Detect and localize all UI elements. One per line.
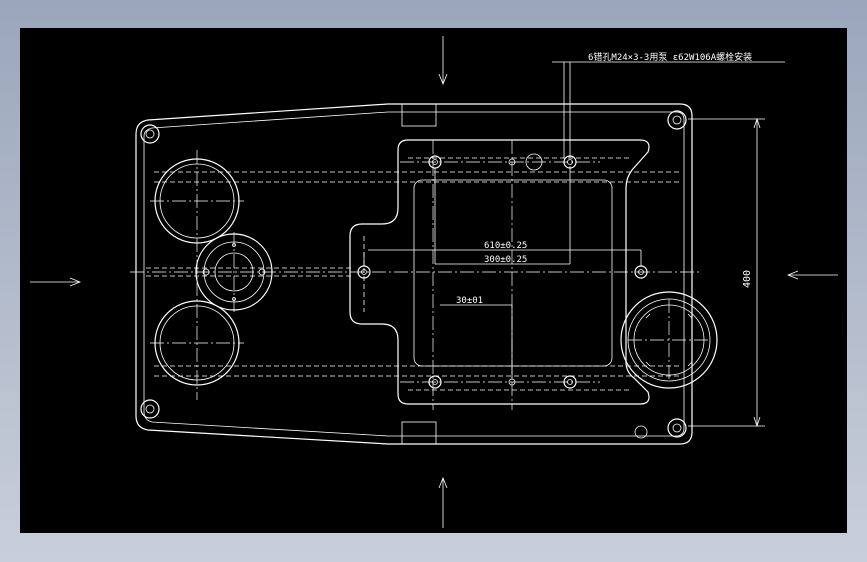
view-arrow-top <box>438 36 448 86</box>
dim-400-lines <box>688 117 765 428</box>
housing-inner-outline <box>143 111 685 437</box>
bore-right <box>620 291 718 389</box>
housing-outline <box>135 103 693 445</box>
view-arrow-bottom <box>438 476 448 528</box>
hole-note-text: 6错孔M24×3-3用泵 ε62W106A螺栓安装 <box>588 51 752 63</box>
top-slot <box>401 103 437 127</box>
corner-bolt-top-right <box>667 110 687 130</box>
hidden-lines <box>146 171 680 377</box>
center-lines <box>130 140 700 410</box>
center-window <box>413 179 613 367</box>
dim-400-text: 400 <box>742 270 753 288</box>
corner-bolt-bottom-left <box>140 399 160 419</box>
bottom-slot <box>401 421 437 445</box>
dim-300-text: 300±0.25 <box>484 255 527 265</box>
corner-bolt-bottom-right <box>667 418 687 438</box>
corner-bolt-top-left <box>140 124 160 144</box>
note-leader <box>552 61 785 158</box>
dim-610-text: 610±0.25 <box>484 241 527 251</box>
bore-upper-left <box>150 158 244 244</box>
view-arrow-left <box>30 277 82 287</box>
view-arrow-right <box>786 270 838 280</box>
dim-30-lines <box>440 304 513 378</box>
bolt-hole-row-bottom <box>428 375 577 389</box>
dim-610-lines <box>363 249 642 266</box>
small-bolt-bottom <box>634 425 648 439</box>
dim-300-lines <box>434 166 571 265</box>
bore-lower-left <box>150 300 244 386</box>
inner-cavity <box>349 139 650 405</box>
inner-cavity-offset <box>363 157 630 391</box>
bore-middle-left <box>195 233 273 311</box>
dim-30-text: 30±01 <box>456 296 483 306</box>
